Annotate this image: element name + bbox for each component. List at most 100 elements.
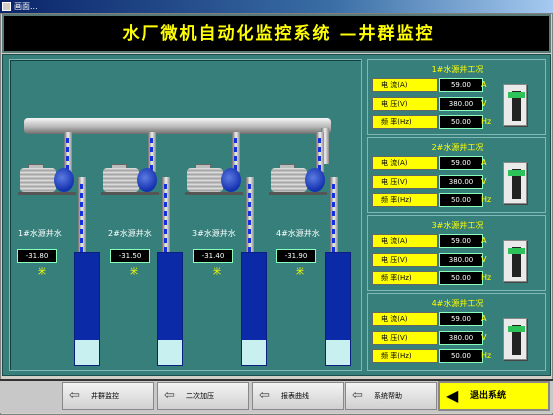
well1-unit: 米 (38, 267, 46, 276)
well4-pump-switch[interactable] (503, 318, 527, 360)
nav-well-monitor-button[interactable]: ⇦井群监控 (62, 382, 154, 410)
well1-voltage-unit: V (481, 99, 487, 108)
well2-frequency-unit: Hz (481, 195, 492, 204)
well3-down-flow (248, 184, 251, 254)
well3-status-panel: 3#水源井工况 电 流(A) 59.00 A 电 压(V) 380.00 V 频… (367, 215, 546, 291)
well2-voltage-unit: V (481, 177, 487, 186)
well4-voltage-label: 电 压(V) (372, 331, 438, 345)
well2-down-flow (164, 184, 167, 254)
nav-booster-button[interactable]: ⇦ 二次加压 (157, 382, 249, 410)
well1-switch-lever (508, 92, 525, 98)
well-diagram-panel (9, 59, 362, 371)
well2-label: 2#水源井水 (108, 229, 152, 238)
well4-flow (318, 138, 321, 170)
well1-status-panel: 1#水源井工况 电 流(A) 59.00 A 电 压(V) 380.00 V 频… (367, 59, 546, 135)
well4-pump[interactable] (269, 164, 331, 195)
nav-arrow-icon: ⇦ (164, 388, 175, 403)
well3-unit: 米 (213, 267, 221, 276)
well3-frequency-value: 50.00 (439, 271, 483, 285)
well1-switch-slot (512, 91, 521, 121)
well1-voltage-value: 380.00 (439, 97, 483, 111)
well2-voltage-value: 380.00 (439, 175, 483, 189)
well4-level-readout: -31.90 (276, 249, 316, 263)
outlet-pipe (321, 128, 329, 164)
well2-current-value: 59.00 (439, 156, 483, 170)
well2-flow (150, 138, 153, 170)
well1-level-readout: -31.80 (17, 249, 57, 263)
well4-label: 4#水源井水 (276, 229, 320, 238)
well3-frequency-label: 频 率(Hz) (372, 271, 438, 285)
well3-tank (241, 252, 267, 366)
well2-status-title: 2#水源井工况 (431, 143, 484, 152)
well1-pump-base (18, 192, 76, 195)
well1-flow (66, 138, 69, 170)
well1-current-label: 电 流(A) (372, 78, 438, 92)
well1-voltage-label: 电 压(V) (372, 97, 438, 111)
nav-report-button[interactable]: ⇦ 报表曲线 (252, 382, 344, 410)
well3-voltage-unit: V (481, 255, 487, 264)
well2-level-readout: -31.50 (110, 249, 150, 263)
well2-switch-slot (512, 169, 521, 199)
well4-switch-lever (508, 326, 525, 332)
exit-label: 退出系统 (470, 391, 507, 401)
well3-level-readout: -31.40 (193, 249, 233, 263)
well2-tank (157, 252, 183, 366)
well4-current-unit: A (481, 314, 487, 323)
well4-current-label: 电 流(A) (372, 312, 438, 326)
well4-pump-head (305, 168, 325, 192)
well1-label: 1#水源井水 (18, 229, 62, 238)
well2-pump[interactable] (101, 164, 163, 195)
well2-current-unit: A (481, 158, 487, 167)
page-title: 水厂微机自动化监控系统 —井群监控 (122, 24, 435, 44)
exit-arrow-icon: ◀ (446, 386, 459, 405)
well4-water (326, 340, 350, 365)
well4-status-title: 4#水源井工况 (431, 299, 484, 308)
well3-flow (234, 138, 237, 170)
well1-pump-head (54, 168, 74, 192)
nav-help-label: 系统帮助 (374, 392, 402, 400)
well3-pump-base (185, 192, 243, 195)
main-pipe (24, 118, 331, 134)
well4-status-panel: 4#水源井工况 电 流(A) 59.00 A 电 压(V) 380.00 V 频… (367, 293, 546, 371)
well3-switch-slot (512, 247, 521, 277)
well1-frequency-unit: Hz (481, 117, 492, 126)
well2-status-panel: 2#水源井工况 电 流(A) 59.00 A 电 压(V) 380.00 V 频… (367, 137, 546, 213)
well2-water (158, 340, 182, 365)
well1-pump-switch[interactable] (503, 84, 527, 126)
well1-current-value: 59.00 (439, 78, 483, 92)
well2-current-label: 电 流(A) (372, 156, 438, 170)
well1-tank (74, 252, 100, 366)
well2-voltage-label: 电 压(V) (372, 175, 438, 189)
well3-status-title: 3#水源井工况 (431, 221, 484, 230)
window-title: 画面... (14, 2, 38, 11)
well1-pump[interactable] (18, 164, 80, 195)
well1-frequency-label: 频 率(Hz) (372, 115, 438, 129)
nav-booster-label: 二次加压 (186, 392, 214, 400)
page-header: 水厂微机自动化监控系统 —井群监控 (2, 14, 551, 53)
well2-pump-switch[interactable] (503, 162, 527, 204)
nav-arrow-icon: ⇦ (352, 388, 363, 403)
well3-motor (187, 168, 223, 192)
well2-pump-head (137, 168, 157, 192)
well3-current-unit: A (481, 236, 487, 245)
well1-status-title: 1#水源井工况 (431, 65, 484, 74)
well3-voltage-value: 380.00 (439, 253, 483, 267)
window-titlebar: 画面... (0, 0, 553, 13)
well2-unit: 米 (130, 267, 138, 276)
well2-frequency-label: 频 率(Hz) (372, 193, 438, 207)
well3-pump[interactable] (185, 164, 247, 195)
nav-arrow-icon: ⇦ (69, 388, 80, 403)
nav-report-label: 报表曲线 (281, 392, 309, 400)
window-icon[interactable] (2, 2, 11, 11)
well4-current-value: 59.00 (439, 312, 483, 326)
nav-arrow-icon: ⇦ (259, 388, 270, 403)
well3-pump-head (221, 168, 241, 192)
well1-motor (20, 168, 56, 192)
well3-switch-lever (508, 248, 525, 254)
well3-label: 3#水源井水 (192, 229, 236, 238)
nav-help-button[interactable]: ⇦ 系统帮助 (345, 382, 437, 410)
well4-switch-slot (512, 325, 521, 355)
well3-pump-switch[interactable] (503, 240, 527, 282)
exit-button[interactable]: ◀ 退出系统 (438, 381, 550, 411)
well4-frequency-unit: Hz (481, 351, 492, 360)
